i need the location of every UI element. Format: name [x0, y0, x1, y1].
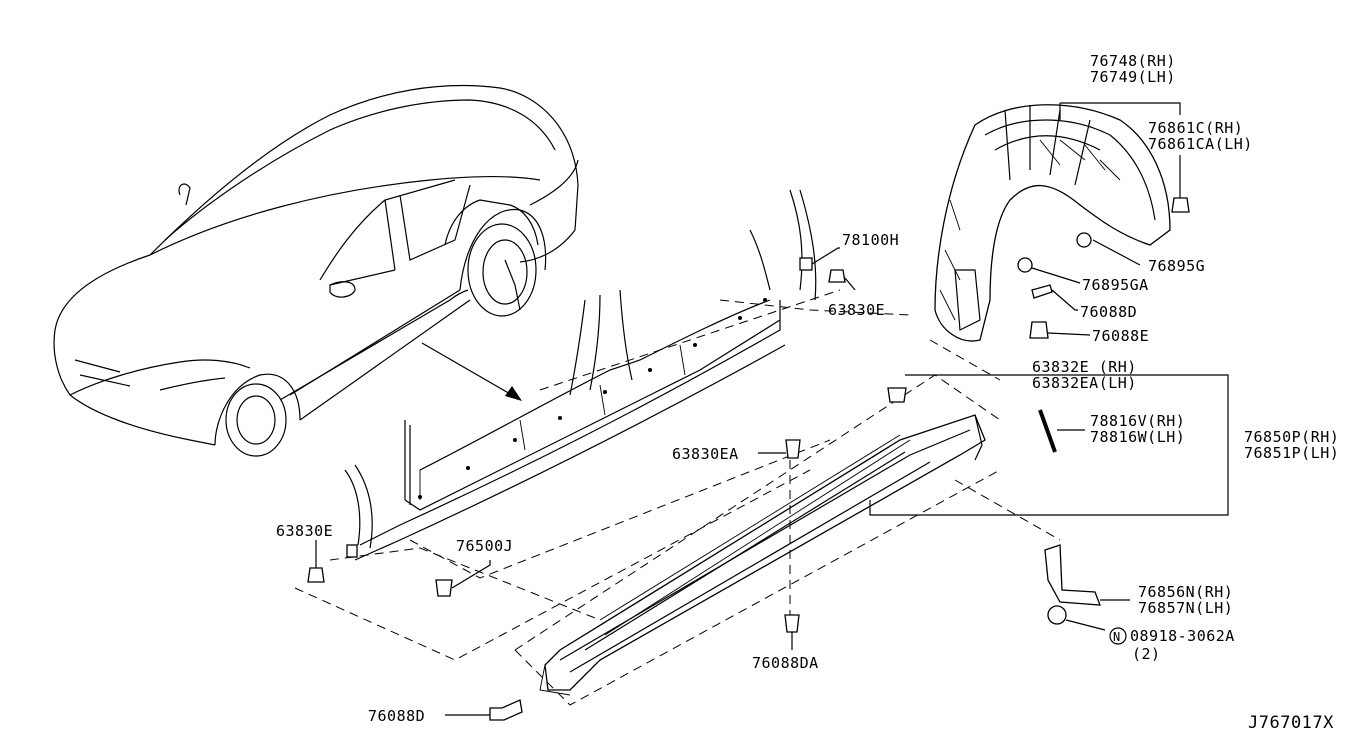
label-76850p-rh: 76850P(RH): [1244, 428, 1339, 446]
label-76749-lh: 76749(LH): [1090, 68, 1176, 86]
vehicle-illustration: [53, 84, 579, 457]
screw-76088da: [784, 614, 800, 633]
label-76856n-rh: 76856N(RH): [1138, 583, 1233, 601]
leader-lines: [315, 102, 1229, 716]
body-sill-panel: [344, 189, 817, 561]
part-labels: 76748(RH) 76749(LH) 76861C(RH) 76861CA(L…: [276, 52, 1339, 733]
clip-78100h: [799, 257, 813, 271]
label-63832ea-lh: 63832EA(LH): [1032, 374, 1137, 392]
clip-63830e-left: [307, 567, 325, 583]
label-76857n-lh: 76857N(LH): [1138, 599, 1233, 617]
label-76088da: 76088DA: [752, 654, 819, 672]
label-76895g: 76895G: [1148, 257, 1205, 275]
clip-76088e: [1029, 321, 1049, 339]
label-76748-rh: 76748(RH): [1090, 52, 1176, 70]
clip-76895g: [1076, 232, 1092, 248]
bracket-76856n: [1044, 544, 1101, 606]
label-76851p-lh: 76851P(LH): [1244, 444, 1339, 462]
clip-63830e-top: [828, 269, 846, 283]
screw-76088d-bottom: [489, 699, 523, 721]
nut-symbol-circle: [1109, 627, 1127, 645]
screw-76500j: [435, 579, 453, 597]
label-78100h: 78100H: [842, 231, 899, 249]
wheel-house-protector: [934, 104, 1171, 342]
label-76861c-rh: 76861C(RH): [1148, 119, 1243, 137]
label-78816v-rh: 78816V(RH): [1090, 412, 1185, 430]
nut-symbol: N: [1113, 630, 1121, 644]
label-63830ea: 63830EA: [672, 445, 739, 463]
label-76895ga: 76895GA: [1082, 276, 1149, 294]
sill-dash-outline: [294, 289, 911, 661]
fasteners: [307, 197, 1190, 721]
nut-08918: [1047, 605, 1067, 625]
label-63830e-top: 63830E: [828, 301, 885, 319]
label-qty-2: (2): [1132, 645, 1161, 663]
label-63832e-rh: 63832E (RH): [1032, 358, 1137, 376]
label-76088e: 76088E: [1092, 327, 1149, 345]
label-76500j: 76500J: [456, 537, 513, 555]
clip-63832e: [887, 387, 907, 403]
direction-arrow: [421, 342, 522, 401]
sill-cover-part: [539, 414, 986, 696]
seal-78816v: [1038, 409, 1057, 453]
label-76861ca-lh: 76861CA(LH): [1148, 135, 1253, 153]
label-78816w-lh: 78816W(LH): [1090, 428, 1185, 446]
clip-63830ea: [785, 439, 801, 459]
label-63830e-left: 63830E: [276, 522, 333, 540]
clip-76861c: [1171, 197, 1190, 213]
label-08918-3062a: 08918-3062A: [1130, 627, 1235, 645]
screw-76088d-top: [1031, 284, 1053, 299]
diagram-id: J767017X: [1248, 713, 1334, 733]
clip-76895ga: [1017, 257, 1033, 273]
label-76088d-top: 76088D: [1080, 303, 1137, 321]
label-76088d-bottom: 76088D: [368, 707, 425, 725]
